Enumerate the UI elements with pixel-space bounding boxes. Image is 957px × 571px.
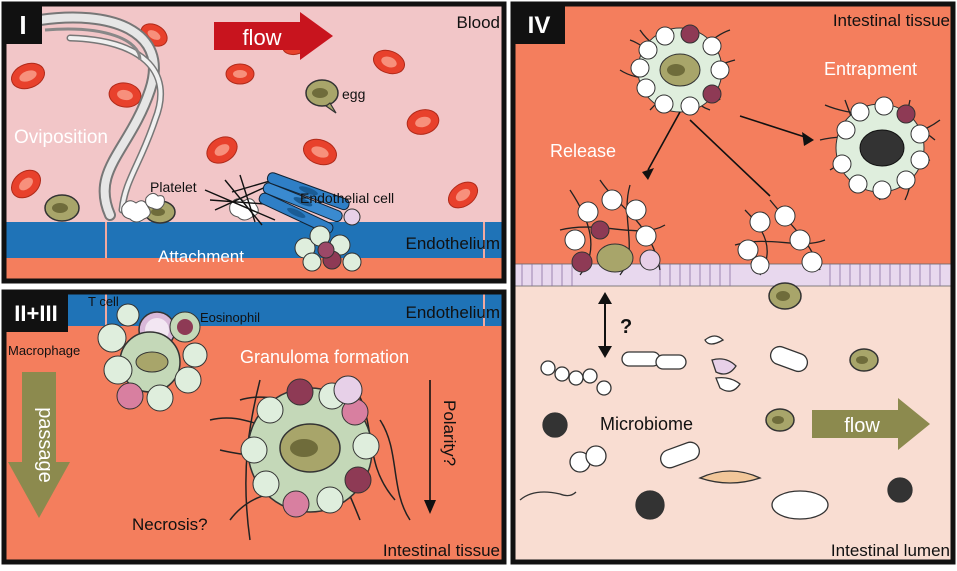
red-blood-cells [11, 23, 479, 209]
egg-lumen-2 [765, 408, 795, 432]
oviposition-label: Oviposition [14, 127, 108, 148]
immune-cluster-attachment [294, 208, 362, 272]
process-arrows [642, 111, 814, 197]
macrophage-label: Macrophage [8, 343, 80, 358]
granuloma-release-left [559, 179, 666, 276]
granuloma-top [619, 24, 736, 116]
panel-1-label: I [19, 10, 26, 40]
intestinal-tissue-label-2: Intestinal tissue [383, 541, 500, 560]
panel-2-label-box [4, 292, 68, 332]
endothelium-label-2: Endothelium [405, 303, 500, 322]
necrosis-label: Necrosis? [132, 515, 208, 534]
passage-label: passage [34, 407, 56, 483]
microbiome [519, 335, 913, 520]
granuloma-label: Granuloma formation [240, 347, 409, 367]
granuloma-entrapment [819, 96, 941, 201]
egg-label: egg [342, 86, 365, 102]
question-mark-label: ? [620, 316, 632, 338]
flow-arrow-red [214, 12, 333, 60]
egg-released [768, 282, 802, 310]
granuloma-release-right [734, 199, 826, 276]
panel-1-frame [1, 1, 507, 284]
microbiome-label: Microbiome [600, 414, 693, 434]
endothelial-cell [258, 172, 350, 235]
panel-1: I flow Blood egg Oviposition Platelet En… [1, 1, 507, 284]
immune-cell-cluster [97, 303, 208, 412]
endothelium-label-1: Endothelium [405, 234, 500, 253]
flow-arrow-olive [812, 398, 930, 450]
flow-label-blood: flow [242, 25, 281, 50]
egg-circulating [305, 79, 339, 114]
passage-arrow [8, 372, 70, 518]
schistosome-worm [34, 11, 164, 221]
flow-label-lumen: flow [844, 415, 880, 437]
tissue-strip [4, 258, 504, 281]
panel-4: IV Intestinal tissue Entrapment Release … [510, 1, 956, 565]
granuloma [209, 375, 411, 541]
eosinophil-label: Eosinophil [200, 310, 260, 325]
endothelium-layer [4, 222, 504, 258]
attachment-label: Attachment [158, 247, 244, 266]
blood-label: Blood [457, 13, 500, 32]
panel-2-label: II+III [14, 301, 57, 326]
egg-lumen-1 [849, 348, 879, 372]
platelets [121, 192, 259, 223]
panel-4-label-box [513, 4, 565, 44]
intestinal-tissue-label-4: Intestinal tissue [833, 11, 950, 30]
panel-1-label-box [4, 4, 42, 44]
panel-4-frame [510, 1, 956, 565]
panel-2-frame [1, 289, 507, 565]
panel-2-3: passage [1, 289, 507, 565]
t-cell-label: T cell [88, 294, 119, 309]
intestinal-lumen-label: Intestinal lumen [831, 541, 950, 560]
polarity-label: Polarity? [440, 400, 459, 466]
egg-left [44, 194, 80, 222]
endothelium-layer-2 [4, 292, 504, 326]
panel-4-label: IV [528, 12, 551, 39]
endothelial-cell-label: Endothelial cell [300, 190, 394, 206]
platelet-label: Platelet [150, 179, 197, 195]
release-label: Release [550, 141, 616, 161]
entrapment-label: Entrapment [824, 59, 917, 79]
